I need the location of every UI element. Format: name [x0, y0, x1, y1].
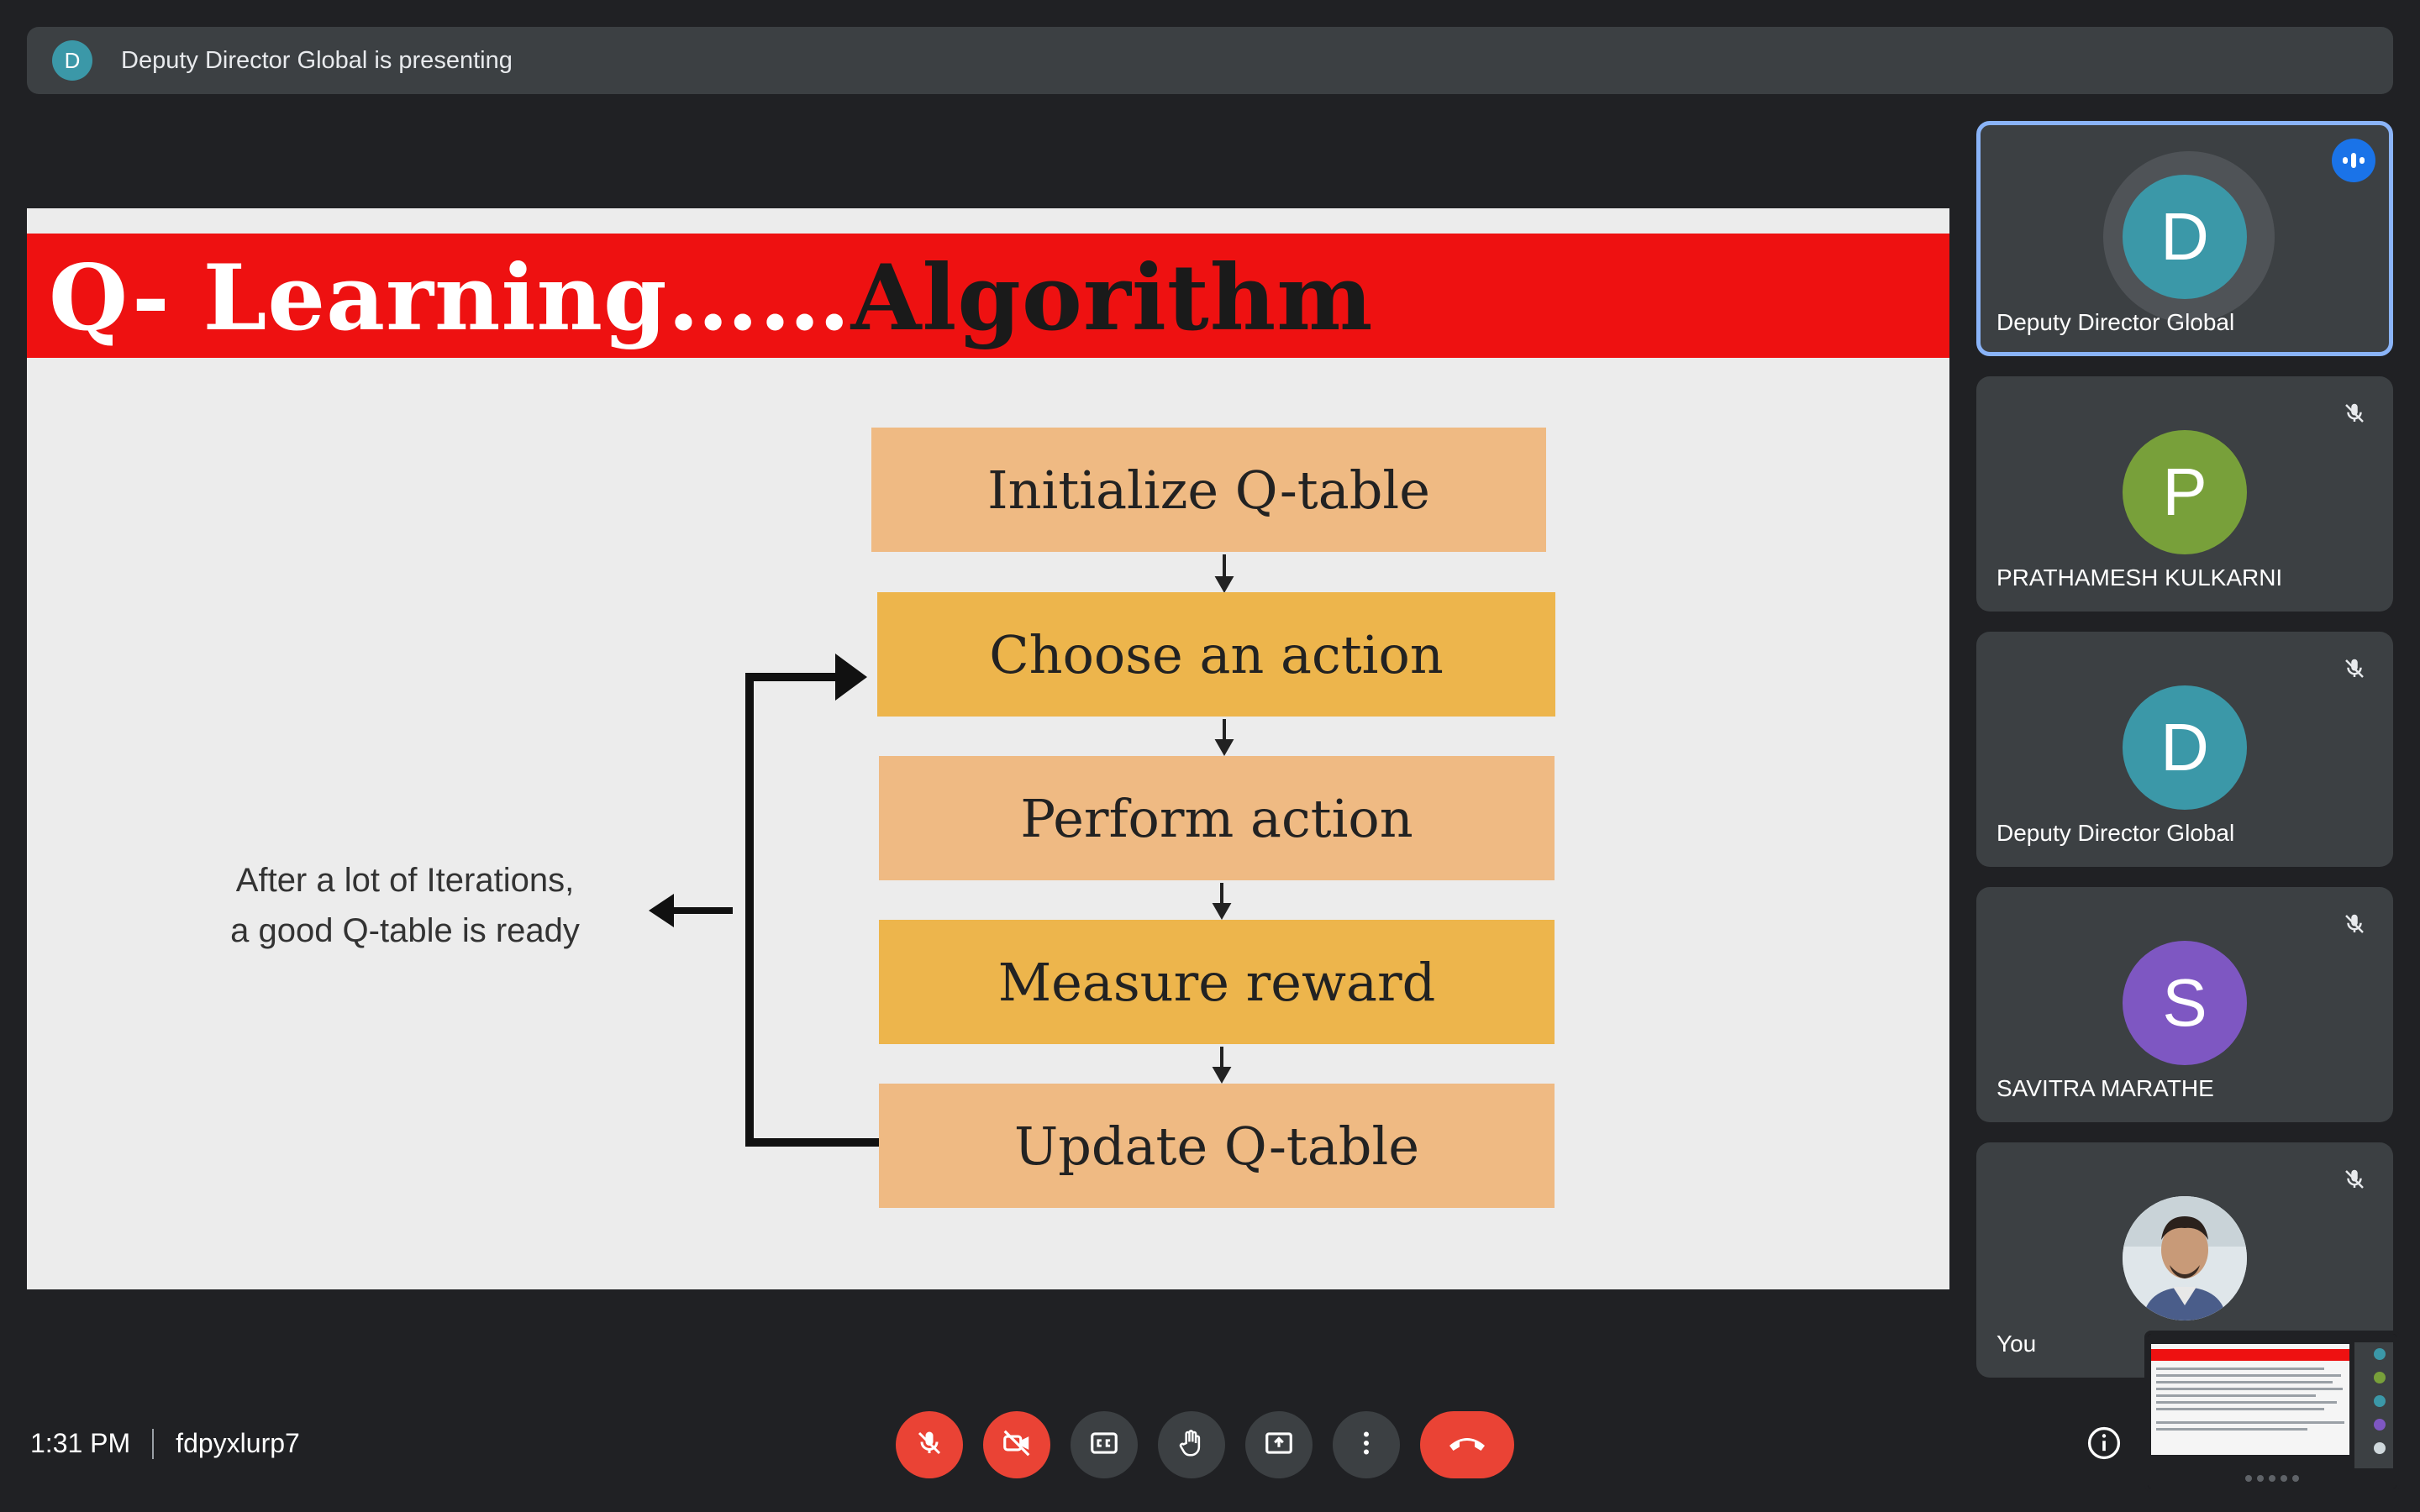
- user-photo-avatar: [2123, 1196, 2247, 1320]
- participant-tile-prathamesh[interactable]: P PRATHAMESH KULKARNI: [1976, 376, 2393, 612]
- mic-off-icon: [2336, 395, 2373, 432]
- presenting-banner: D Deputy Director Global is presenting: [27, 27, 2393, 94]
- leave-call-button[interactable]: [1420, 1411, 1514, 1478]
- more-options-button[interactable]: [1333, 1411, 1400, 1478]
- participant-tile-savitra[interactable]: S SAVITRA MARATHE: [1976, 887, 2393, 1122]
- participant-name: Deputy Director Global: [1996, 820, 2235, 846]
- mic-off-icon: [2336, 650, 2373, 687]
- flow-step-update-qtable: Update Q-table: [879, 1084, 1555, 1208]
- participant-tile-deputy-director[interactable]: D Deputy Director Global: [1976, 632, 2393, 867]
- flow-step-initialize: Initialize Q-table: [871, 428, 1546, 552]
- slide-title: Q- Learning……Algorithm: [49, 245, 1374, 351]
- avatar: D: [2123, 685, 2247, 810]
- camera-off-icon: [1001, 1427, 1033, 1463]
- participant-name: PRATHAMESH KULKARNI: [1996, 564, 2283, 591]
- meeting-details: 1:31 PM fdpyxlurp7: [30, 1428, 300, 1459]
- present-now-button[interactable]: [1245, 1411, 1313, 1478]
- captions-icon: [1088, 1427, 1120, 1463]
- avatar: D: [2123, 175, 2247, 299]
- participant-name: SAVITRA MARATHE: [1996, 1075, 2214, 1101]
- mic-off-icon: [2336, 1161, 2373, 1198]
- slide-title-banner: [27, 234, 1949, 358]
- presenter-avatar: D: [52, 40, 92, 81]
- shared-screen-slide: Q- Learning……Algorithm Initialize Q-tabl…: [27, 208, 1949, 1289]
- note-line-1: After a lot of Iterations,: [235, 862, 575, 899]
- presenting-status-text: Deputy Director Global is presenting: [121, 46, 513, 74]
- end-call-icon: [1447, 1431, 1487, 1460]
- meeting-info-button[interactable]: [2084, 1425, 2124, 1465]
- flow-step-choose-action: Choose an action: [877, 592, 1555, 717]
- raise-hand-button[interactable]: [1158, 1411, 1225, 1478]
- avatar: P: [2123, 430, 2247, 554]
- mic-off-icon: [914, 1428, 944, 1462]
- divider: [152, 1428, 155, 1459]
- flow-connectors: [649, 554, 1234, 1147]
- captions-button[interactable]: [1071, 1411, 1138, 1478]
- flow-step-measure-reward: Measure reward: [879, 920, 1555, 1044]
- raise-hand-icon: [1176, 1427, 1207, 1463]
- note-line-2: a good Q-table is ready: [230, 912, 580, 949]
- info-icon: [2086, 1425, 2123, 1466]
- participant-tile-presenter[interactable]: D Deputy Director Global: [1976, 121, 2393, 356]
- presentation-preview-thumbnail[interactable]: [2144, 1331, 2400, 1492]
- meeting-time: 1:31 PM: [30, 1428, 131, 1458]
- present-screen-icon: [1263, 1427, 1295, 1463]
- avatar: S: [2123, 941, 2247, 1065]
- participant-name: You: [1996, 1331, 2037, 1357]
- slide-iterations-note: After a lot of Iterations, a good Q-tabl…: [178, 855, 632, 956]
- mic-off-icon: [2336, 906, 2373, 942]
- slide-title-part-1: Q- Learning……: [49, 245, 851, 351]
- mic-toggle-button[interactable]: [896, 1411, 963, 1478]
- meeting-code[interactable]: fdpyxlurp7: [176, 1428, 300, 1458]
- slide-title-part-2: Algorithm: [850, 245, 1374, 351]
- camera-toggle-button[interactable]: [983, 1411, 1050, 1478]
- more-options-icon: [1351, 1428, 1381, 1462]
- participant-name: Deputy Director Global: [1996, 309, 2235, 335]
- speaking-icon: [2332, 139, 2375, 182]
- flow-step-perform-action: Perform action: [879, 756, 1555, 880]
